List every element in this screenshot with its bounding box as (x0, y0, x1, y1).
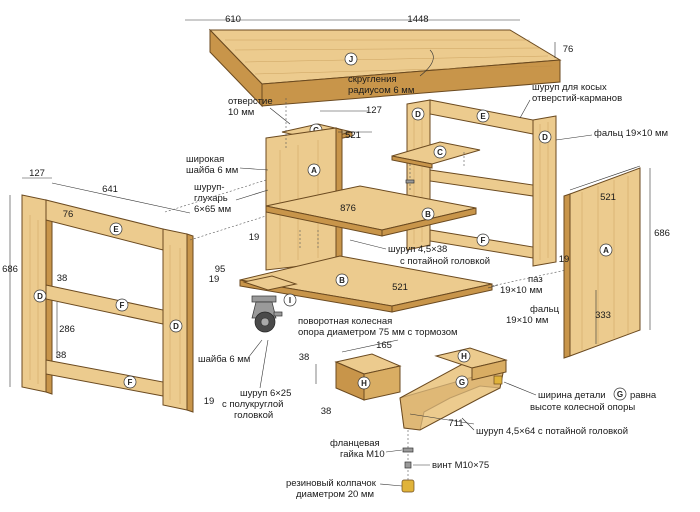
rubber-cap-shape (401, 479, 415, 493)
dim-base-width: 521 (392, 282, 408, 293)
part-label-d-back-left: D (415, 110, 421, 119)
note-part-g: G (617, 390, 623, 399)
label-caster: поворотная колесная опора диаметром 75 м… (298, 316, 458, 338)
label-rubber-cap: резиновый колпачок диаметром 20 мм (286, 478, 379, 500)
dim-top-width: 1448 (407, 14, 428, 25)
right-side-panel: A (563, 167, 641, 359)
dim-base-95: 95 (215, 264, 226, 275)
dim-foot-38a: 38 (299, 352, 310, 363)
leveler-hardware (401, 430, 415, 493)
label-hole: отверстие 10 мм (228, 96, 275, 118)
part-label-g: G (459, 378, 465, 387)
label-rounding-2: радиусом 6 мм (348, 85, 414, 96)
part-label-i: I (289, 296, 291, 305)
foot-long-g: H G (399, 347, 508, 431)
part-label-e-frame: E (113, 225, 119, 234)
dim-shelf-mid-width: 876 (340, 203, 356, 214)
part-label-f-bottom: F (128, 378, 133, 387)
dim-side-333: 333 (595, 310, 611, 321)
flange-nut-shape (402, 447, 414, 453)
dim-foot-165: 165 (376, 340, 392, 351)
dim-side-width: 521 (600, 192, 616, 203)
part-label-e-back: E (480, 112, 486, 121)
part-label-h-top: H (461, 352, 467, 361)
part-label-b-mid: B (425, 210, 431, 219)
part-label-d-back-right: D (542, 133, 548, 142)
label-washer-wide: широкая шайба 6 мм (186, 154, 238, 176)
back-frame: D D E F (406, 99, 557, 267)
label-screw-countersunk-2: шуруп 4,5×64 с потайной головкой (476, 426, 628, 437)
part-label-d-right: D (173, 322, 179, 331)
dim-side-height: 686 (654, 228, 670, 239)
label-pocket-screw: шуруп для косых отверстий-карманов (532, 82, 622, 104)
dim-frame-gap: 286 (59, 324, 75, 335)
center-carcass: C C A B B (239, 98, 493, 313)
label-flange-nut: фланцевая гайка М10 (330, 438, 385, 460)
part-label-j: J (349, 55, 353, 64)
note-equals: равна (630, 390, 657, 401)
dim-foot-38b: 38 (321, 406, 332, 417)
left-frame: D D E F F (21, 194, 194, 413)
caster: I (242, 275, 298, 333)
part-label-c-float: C (437, 148, 443, 157)
dim-shelf-edge: 19 (249, 232, 260, 243)
dim-frame-bottom-rail: 38 (56, 350, 67, 361)
label-rounding-1: скругления (348, 74, 397, 85)
foot-block-h: H (334, 353, 402, 401)
dim-frame-depth: 127 (29, 168, 45, 179)
dim-top-depth: 610 (225, 14, 241, 25)
dim-frame-rail: 76 (63, 209, 74, 220)
label-round-screw: шуруп 6×25 с полукруглой головкой (222, 388, 294, 421)
label-bolt: винт М10×75 (432, 460, 489, 471)
dim-foot-711: 711 (448, 418, 463, 429)
dim-frame-stile: 38 (57, 273, 68, 284)
part-label-f-mid: F (120, 301, 125, 310)
dim-frame-width: 641 (102, 184, 118, 195)
label-lag-screw: шуруп- глухарь 6×65 мм (194, 182, 231, 215)
part-label-d-left: D (37, 292, 43, 301)
label-rounding: скругления радиусом 6 мм (348, 74, 414, 96)
part-label-h-block: H (361, 379, 367, 388)
label-screw-countersunk-1: шуруп 4,5×38 с потайной головкой (388, 244, 490, 267)
part-label-a-right: A (603, 246, 609, 255)
part-label-b-bottom: B (339, 276, 345, 285)
label-washer: шайба 6 мм (198, 354, 250, 365)
dim-right-19: 19 (559, 254, 570, 265)
dim-frame-height: 686 (2, 264, 18, 275)
dim-base-19: 19 (209, 274, 220, 285)
label-part-width-note: ширина детали высоте колесной опоры (530, 390, 635, 413)
part-label-a-center: A (311, 166, 317, 175)
part-label-f-back: F (481, 236, 486, 245)
bolt-shape (404, 461, 412, 469)
top-panel: J (208, 28, 562, 108)
label-rabbet-bottom: фальц 19×10 мм (506, 304, 562, 326)
label-groove: паз 19×10 мм (500, 274, 545, 296)
part-tag-j (344, 52, 358, 66)
dim-frame-thick: 19 (204, 396, 215, 407)
dim-top-thickness: 76 (563, 44, 574, 55)
note-part-g-circle (613, 387, 627, 401)
dim-shelf-upper-depth: 127 (366, 105, 382, 116)
dim-shelf-upper-width: 521 (345, 130, 361, 141)
label-rabbet-top: фальц 19×10 мм (594, 128, 668, 139)
